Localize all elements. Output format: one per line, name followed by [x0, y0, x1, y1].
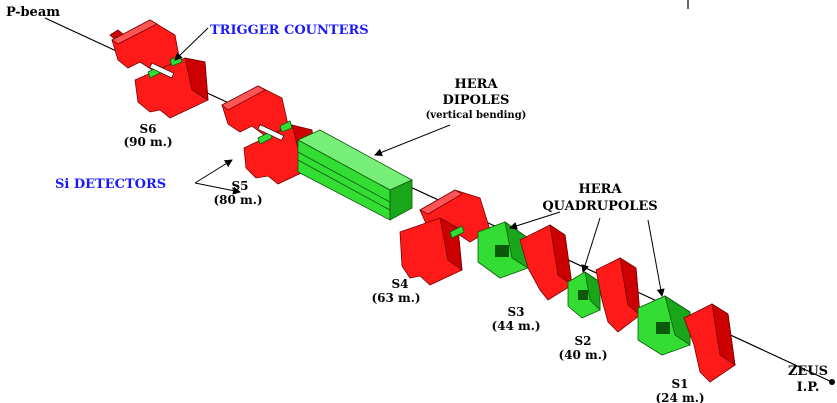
s2-distance: (40 m.) — [558, 348, 607, 362]
s6-distance: (90 m.) — [123, 135, 172, 149]
arrow-trigger — [174, 27, 209, 61]
zeus-label-2: I.P. — [797, 380, 820, 395]
s3-name: S3 — [507, 305, 524, 319]
zeus-label-1: ZEUS — [788, 364, 828, 379]
interaction-point — [829, 379, 835, 385]
arrow-dipoles — [374, 124, 451, 157]
s1-distance: (24 m.) — [655, 391, 704, 403]
arrow-quad-2 — [581, 217, 601, 273]
trigger-counters-label: TRIGGER COUNTERS — [210, 23, 369, 38]
s4-name: S4 — [391, 277, 408, 291]
s6-name: S6 — [139, 122, 156, 136]
arrow-quad-3 — [647, 219, 665, 297]
quadrupole-2 — [567, 271, 601, 319]
station-s6 — [109, 19, 209, 119]
dipoles-label-2: DIPOLES — [443, 93, 510, 108]
pbeam-label: P-beam — [6, 5, 60, 20]
quadrupole-3 — [637, 295, 691, 356]
dipoles-label-1: HERA — [454, 77, 498, 92]
quads-label-2: QUADRUPOLES — [542, 199, 657, 214]
s1-name: S1 — [671, 377, 688, 391]
s5-name: S5 — [231, 179, 248, 193]
s5-distance: (80 m.) — [213, 193, 262, 207]
dipoles-label-3: (vertical bending) — [426, 110, 527, 121]
si-detectors-label: Si DETECTORS — [55, 177, 166, 192]
quads-label-1: HERA — [578, 182, 622, 197]
s2-name: S2 — [574, 334, 591, 348]
station-s4 — [399, 189, 491, 286]
arrow-si-2 — [194, 182, 241, 195]
station-s2 — [595, 257, 641, 333]
arrow-si-1 — [194, 159, 233, 184]
quadrupole-1 — [477, 221, 529, 279]
station-s3 — [519, 224, 573, 301]
arrow-quad-1 — [509, 211, 561, 230]
s4-distance: (63 m.) — [371, 291, 420, 305]
hera-dipoles — [297, 129, 413, 221]
station-s1 — [683, 303, 736, 383]
s3-distance: (44 m.) — [491, 319, 540, 333]
